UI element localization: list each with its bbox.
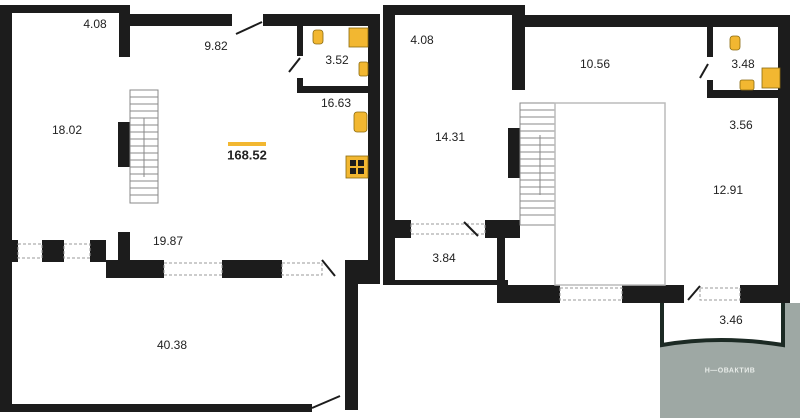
stairs-floor-2 [519, 102, 556, 226]
area-label: 12.91 [712, 183, 744, 197]
area-label: 18.02 [51, 123, 83, 137]
area-label: 16.63 [320, 96, 352, 110]
area-label: 9.82 [204, 39, 228, 53]
windows-floor-1 [17, 243, 323, 276]
area-label: 3.48 [731, 57, 755, 71]
stairs-floor-1 [129, 89, 159, 204]
door-swing [235, 21, 263, 35]
area-label: 19.87 [152, 234, 184, 248]
balcony-rail [660, 303, 785, 348]
area-label: 4.08 [410, 33, 434, 47]
total-area-underline [228, 142, 266, 146]
logo-watermark: Н—ОВАКТИВ [704, 367, 756, 375]
area-label: 10.56 [579, 57, 611, 71]
area-label: 40.38 [156, 338, 188, 352]
walls-floor-1 [0, 5, 380, 412]
area-label: 3.52 [325, 53, 349, 67]
area-label: 3.46 [719, 313, 743, 327]
area-label: 4.08 [83, 17, 107, 31]
void-opening [554, 102, 666, 286]
area-label: 3.56 [729, 118, 753, 132]
walls-floor-2 [383, 5, 790, 303]
area-label: 14.31 [434, 130, 466, 144]
area-label: 3.84 [432, 251, 456, 265]
total-area: 168.52 [227, 147, 267, 163]
